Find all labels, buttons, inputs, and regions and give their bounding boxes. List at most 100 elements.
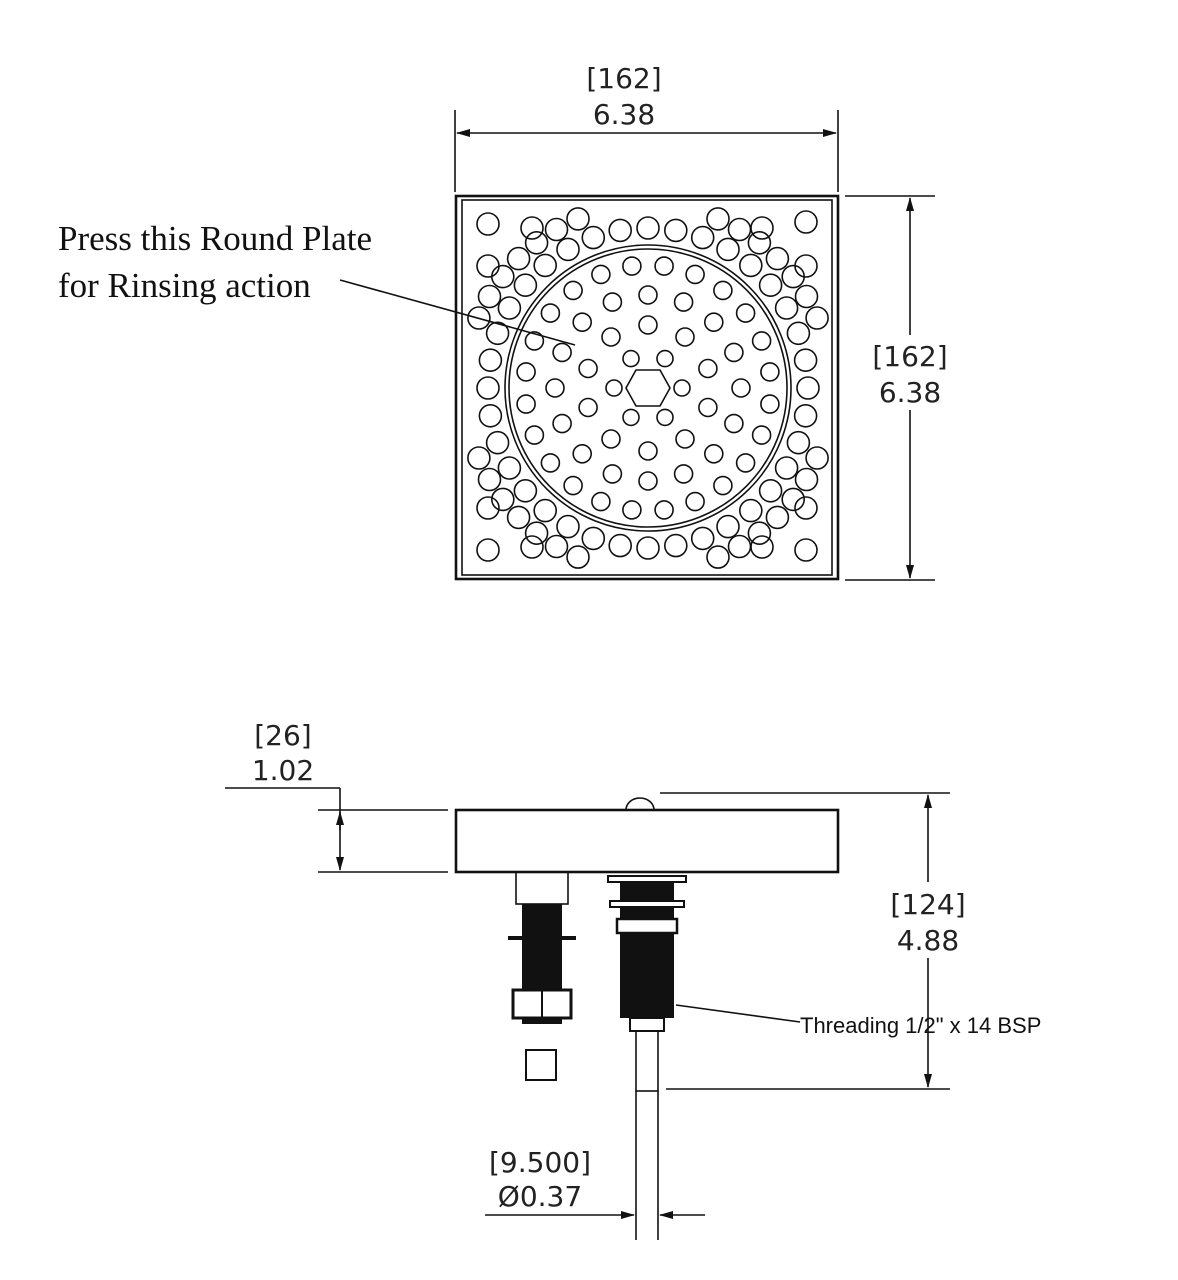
- drain-hole: [563, 475, 583, 496]
- drain-hole: [572, 443, 593, 464]
- drain-hole: [545, 378, 565, 398]
- drain-hole: [656, 408, 674, 427]
- side-view: [26] 1.02 [124] 4.88 Threading 1/2" x 1: [225, 719, 1041, 1240]
- drain-hole: [520, 535, 544, 559]
- thread-callout: Threading 1/2" x 14 BSP: [800, 1013, 1041, 1038]
- drain-hole: [654, 256, 674, 276]
- drain-hole: [544, 534, 569, 559]
- washer: [607, 875, 687, 883]
- drain-hole: [490, 264, 515, 289]
- drain-hole: [765, 505, 790, 530]
- drain-hole: [556, 514, 580, 539]
- spray-nozzle: [625, 369, 671, 407]
- drain-hole: [663, 533, 688, 558]
- drain-hole: [663, 218, 688, 243]
- drain-holes: [467, 207, 829, 569]
- drain-hole: [524, 331, 545, 351]
- overall-height-imperial: 4.88: [897, 924, 959, 957]
- drain-hole: [727, 217, 752, 242]
- drain-hole: [698, 358, 718, 379]
- drain-hole: [476, 496, 500, 520]
- tube-imperial: Ø0.37: [498, 1180, 582, 1213]
- threaded-inlet: [620, 933, 674, 1018]
- drain-hole: [520, 216, 544, 240]
- drain-hole: [533, 498, 558, 523]
- drain-hole: [476, 254, 500, 278]
- drain-hole: [636, 216, 660, 240]
- drain-hole: [793, 403, 818, 428]
- drain-hole: [622, 500, 642, 520]
- drain-hole: [794, 210, 818, 234]
- drain-hole: [673, 464, 694, 484]
- top-view: [162] 6.38 [162] 6.38 Press this Round P…: [58, 62, 950, 581]
- callout-leader: [339, 279, 576, 346]
- drain-hole: [622, 256, 642, 276]
- drain-hole: [602, 464, 623, 484]
- thickness-metric: [26]: [254, 719, 311, 752]
- drain-hole: [516, 362, 536, 382]
- drain-hole: [566, 207, 590, 231]
- drain-hole: [638, 315, 658, 335]
- drain-hole: [477, 284, 502, 309]
- drain-hole: [713, 280, 733, 301]
- drain-hole: [735, 303, 756, 323]
- drain-hole: [794, 538, 818, 562]
- stem-collar: [515, 871, 569, 905]
- drain-hole: [608, 533, 633, 558]
- drain-hole: [706, 207, 730, 231]
- drain-hole: [552, 342, 572, 363]
- drain-hole: [747, 231, 772, 255]
- drain-hole: [490, 487, 515, 512]
- drain-hole: [774, 296, 799, 320]
- drain-hole: [703, 312, 724, 333]
- drain-hole: [774, 456, 799, 480]
- drain-hole: [675, 327, 695, 347]
- drain-hole: [794, 467, 819, 492]
- drain-hole: [622, 408, 640, 427]
- drain-hole: [552, 413, 572, 434]
- drain-hole: [673, 292, 694, 312]
- stem-tip: [525, 1049, 557, 1081]
- drain-hole: [533, 253, 558, 278]
- drain-hole: [478, 348, 503, 373]
- width-imperial: 6.38: [593, 98, 655, 131]
- drain-hole: [747, 521, 772, 546]
- drain-hole: [751, 425, 772, 445]
- drain-hole: [781, 487, 806, 512]
- drain-hole: [794, 496, 818, 520]
- drain-hole: [716, 237, 740, 262]
- drain-hole: [760, 394, 780, 414]
- drain-hole: [477, 467, 502, 492]
- drain-hole: [638, 441, 658, 461]
- thread-leader: [675, 1004, 801, 1023]
- drain-hole: [524, 425, 545, 445]
- drain-hole: [622, 349, 640, 368]
- tube-metric: [9.500]: [489, 1146, 591, 1179]
- drain-hole: [685, 491, 705, 512]
- drain-hole: [467, 446, 491, 470]
- drain-hole: [735, 453, 756, 473]
- square-plate: [454, 194, 840, 581]
- drain-hole: [638, 285, 658, 305]
- overall-height-metric: [124]: [890, 888, 965, 921]
- drain-hole: [703, 443, 724, 464]
- drain-hole: [751, 331, 772, 351]
- drain-hole: [786, 321, 811, 346]
- round-rinse-plate[interactable]: [504, 244, 792, 532]
- drain-hole: [786, 430, 811, 455]
- drain-hole: [524, 231, 549, 255]
- height-metric: [162]: [872, 340, 947, 373]
- drain-hole: [467, 306, 491, 330]
- drain-hole: [513, 478, 538, 503]
- drain-hole: [716, 514, 740, 539]
- drain-hole: [796, 376, 820, 400]
- drain-hole: [690, 225, 715, 250]
- drain-hole: [572, 312, 593, 333]
- drain-hole: [485, 321, 510, 346]
- thickness-imperial: 1.02: [252, 754, 314, 787]
- drain-hole: [476, 376, 500, 400]
- drain-hole: [601, 429, 621, 449]
- drain-hole: [805, 306, 829, 330]
- drain-hole: [675, 429, 695, 449]
- drain-hole: [563, 280, 583, 301]
